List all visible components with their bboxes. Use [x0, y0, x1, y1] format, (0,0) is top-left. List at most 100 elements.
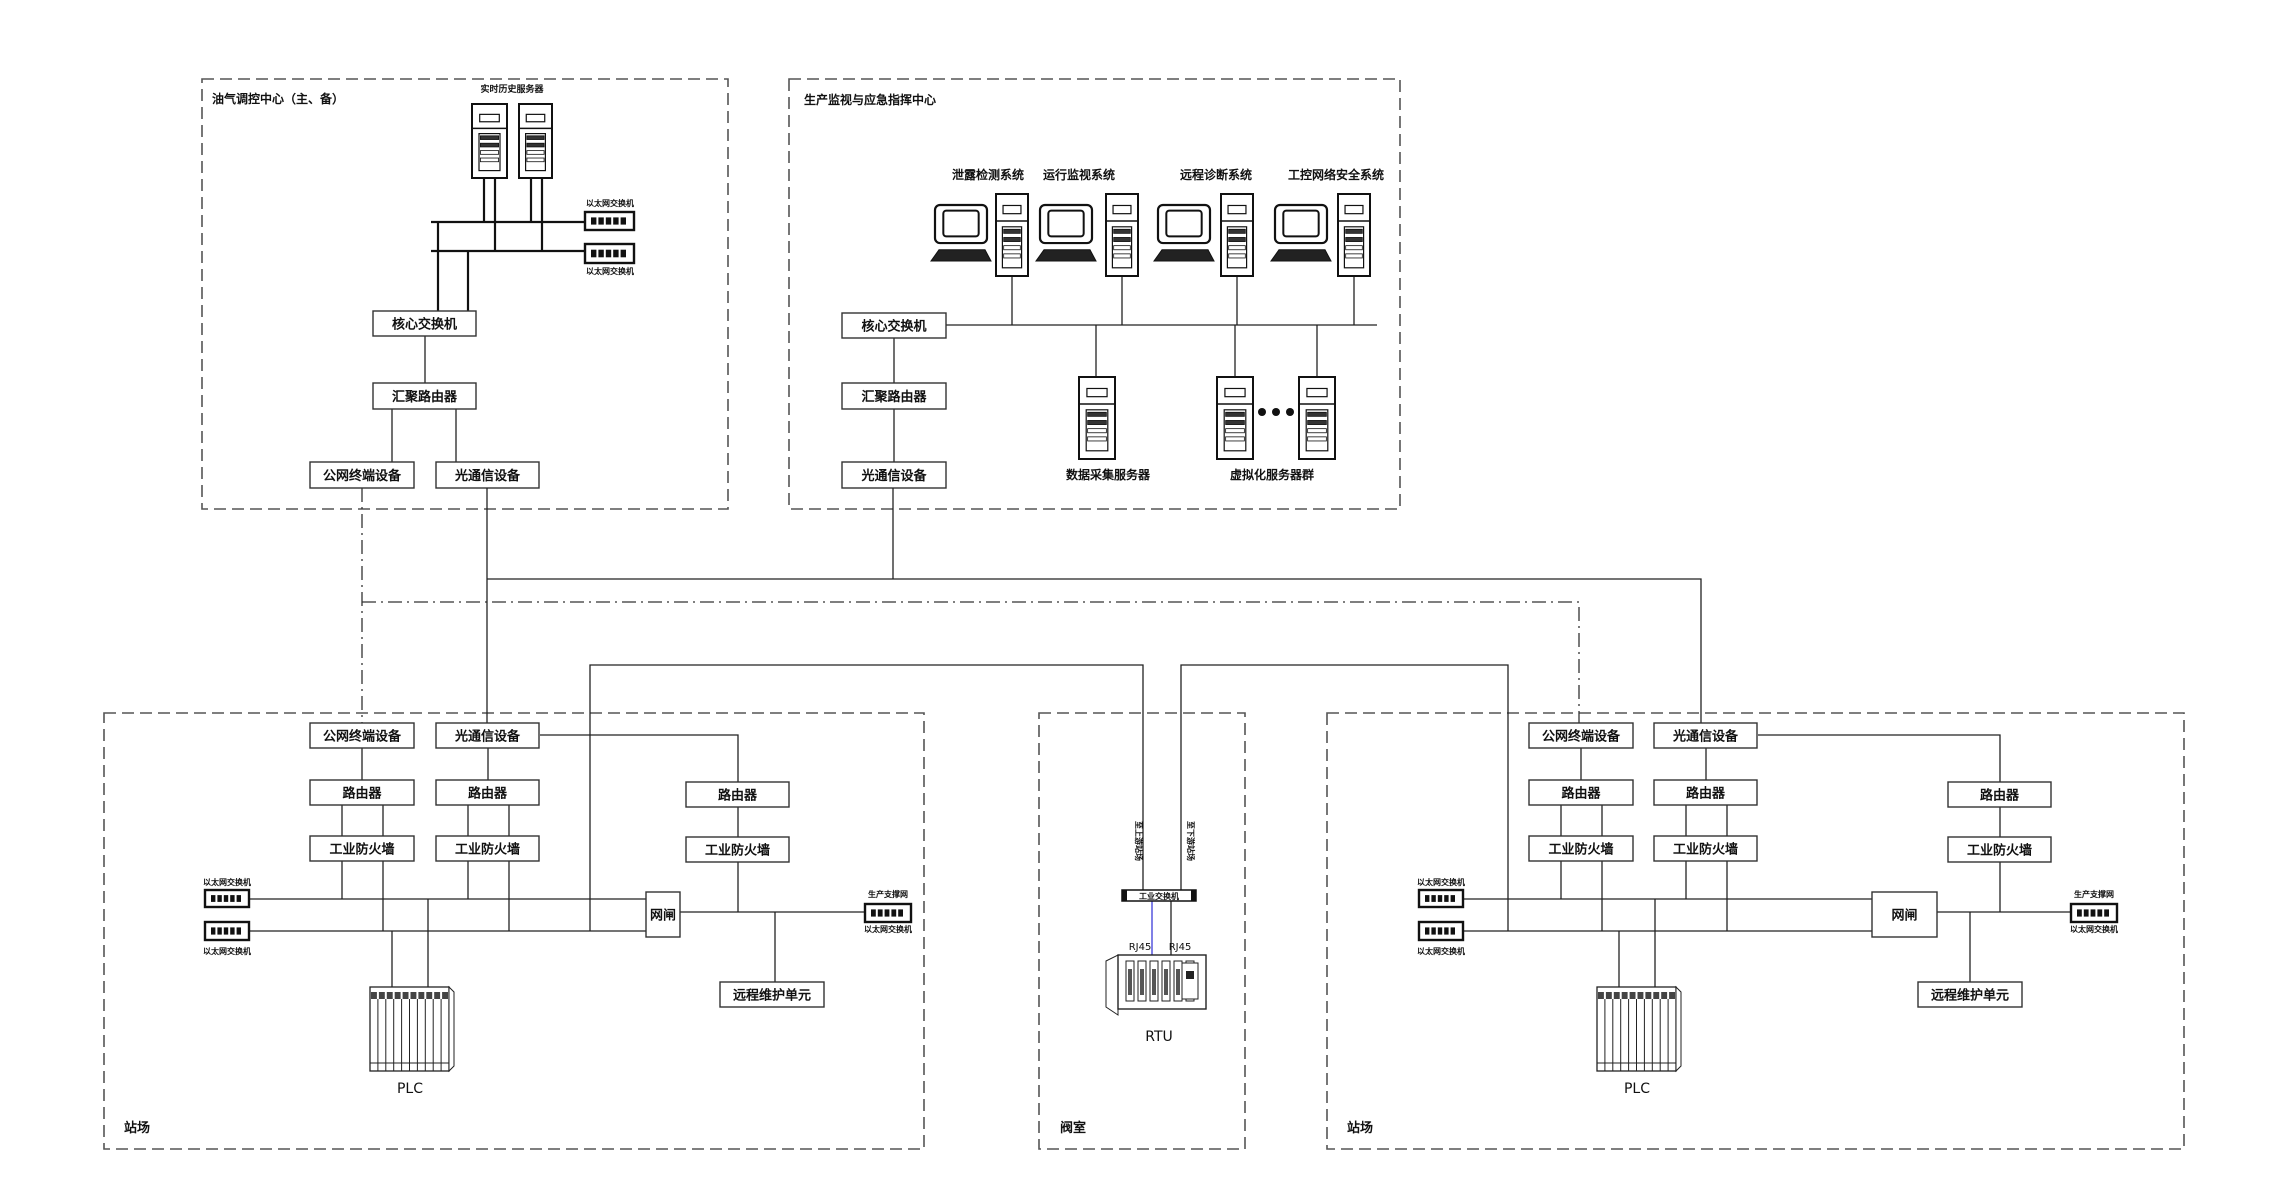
industrial-firewall-box-frame — [1947, 836, 2052, 863]
ellipsis-dot — [1258, 408, 1266, 416]
rtu-label: RTU — [1145, 1029, 1173, 1045]
public-terminal-box-frame — [309, 722, 415, 749]
valve-room-title: 阀室 — [1060, 1120, 1086, 1136]
industrial-firewall-box-label: 工业防火墙 — [705, 843, 770, 859]
public-terminal-box[interactable]: 公网终端设备 — [309, 461, 415, 489]
public-terminal-box[interactable]: 公网终端设备 — [1528, 722, 1634, 749]
rtu-rack-icon — [1105, 954, 1207, 1016]
router-box-label: 路由器 — [1561, 786, 1601, 802]
optical-comm-box-frame — [1653, 722, 1758, 749]
router-box-frame — [1947, 781, 2052, 808]
gateway-box[interactable]: 网闸 — [645, 891, 681, 938]
virtual-servers-label: 虚拟化服务器群 — [1230, 467, 1314, 482]
industrial-firewall-box[interactable]: 工业防火墙 — [1947, 836, 2052, 863]
remote-maintenance-unit-box[interactable]: 远程维护单元 — [1917, 981, 2023, 1008]
workstation-monitor-icon — [1153, 203, 1215, 262]
aggregation-router-box-frame — [372, 382, 477, 410]
router-box-frame — [309, 779, 415, 806]
industrial-firewall-box[interactable]: 工业防火墙 — [1528, 835, 1634, 862]
aggregation-router-box[interactable]: 汇聚路由器 — [372, 382, 477, 410]
zone-station-1 — [103, 712, 925, 1150]
switch-label: 以太网交换机 — [1417, 946, 1465, 956]
keyboard-icon — [1035, 249, 1097, 262]
optical-comm-box[interactable]: 光通信设备 — [435, 461, 540, 489]
production-network-label: 生产支撑网 — [868, 889, 908, 899]
public-terminal-box-label: 公网终端设备 — [323, 729, 402, 745]
public-terminal-box-frame — [309, 461, 415, 489]
industrial-firewall-box[interactable]: 工业防火墙 — [685, 836, 790, 863]
remote-maintenance-unit-box[interactable]: 远程维护单元 — [719, 981, 825, 1008]
router-box[interactable]: 路由器 — [1947, 781, 2052, 808]
production-switch — [863, 902, 913, 924]
industrial-firewall-box-label: 工业防火墙 — [329, 842, 394, 858]
remote-maintenance-unit-box-label: 远程维护单元 — [733, 988, 811, 1004]
router-box[interactable]: 路由器 — [1528, 779, 1634, 806]
core-switch-box[interactable]: 核心交换机 — [372, 310, 477, 337]
industrial-firewall-box-label: 工业防火墙 — [1673, 842, 1738, 858]
workstation-tower-icon — [1337, 193, 1371, 277]
core-switch-box[interactable]: 核心交换机 — [841, 312, 947, 339]
public-terminal-box-frame — [1528, 722, 1634, 749]
system-label: 工控网络安全系统 — [1288, 167, 1384, 182]
zone-valve-room — [1038, 712, 1246, 1150]
optical-comm-box-label: 光通信设备 — [454, 468, 521, 484]
optical-comm-box[interactable]: 光通信设备 — [435, 722, 540, 749]
router-box[interactable]: 路由器 — [309, 779, 415, 806]
ethernet-switch-a — [1417, 888, 1465, 909]
ethernet-switch-a — [203, 888, 251, 909]
production-switch — [2069, 902, 2119, 924]
optical-link — [487, 578, 1702, 723]
industrial-firewall-box[interactable]: 工业防火墙 — [1653, 835, 1758, 862]
public-network-link — [362, 601, 1580, 723]
switch-label: 以太网交换机 — [2070, 924, 2118, 934]
router-box-label: 路由器 — [1686, 786, 1726, 802]
optical-comm-box[interactable]: 光通信设备 — [841, 461, 947, 489]
gateway-box-label: 网闸 — [650, 908, 676, 924]
optical-comm-box-frame — [435, 461, 540, 489]
industrial-firewall-box-frame — [309, 835, 415, 862]
station-title: 站场 — [1347, 1120, 1373, 1136]
downstream-link-label: 至下游站场 — [1186, 821, 1196, 861]
core-switch-box-label: 核心交换机 — [392, 317, 457, 333]
workstation-tower-icon — [995, 193, 1029, 277]
monitoring-center-title: 生产监视与应急指挥中心 — [804, 92, 936, 107]
plc-rack-icon — [369, 985, 455, 1073]
server-icon — [1216, 376, 1254, 460]
workstation-monitor-icon — [1035, 203, 1097, 262]
zone-control-center — [201, 78, 729, 510]
router-box[interactable]: 路由器 — [685, 781, 790, 808]
switch-label: 以太网交换机 — [203, 877, 251, 887]
optical-comm-box-label: 光通信设备 — [860, 468, 927, 484]
rj45-label: RJ45 — [1169, 942, 1192, 953]
router-box-frame — [435, 779, 540, 806]
optical-comm-box-label: 光通信设备 — [1672, 729, 1739, 745]
router-box[interactable]: 路由器 — [1653, 779, 1758, 806]
ethernet-switch-a — [583, 210, 636, 232]
industrial-firewall-box[interactable]: 工业防火墙 — [309, 835, 415, 862]
remote-maintenance-unit-box-frame — [719, 981, 825, 1008]
system-label: 泄露检测系统 — [952, 167, 1024, 182]
aggregation-router-box[interactable]: 汇聚路由器 — [841, 382, 947, 410]
optical-comm-box[interactable]: 光通信设备 — [1653, 722, 1758, 749]
optical-comm-box-frame — [841, 461, 947, 489]
industrial-switch[interactable]: 工业交换机 — [1121, 889, 1197, 902]
server-icon — [1298, 376, 1336, 460]
router-box-frame — [1528, 779, 1634, 806]
realtime-history-server-1 — [471, 103, 508, 179]
aggregation-router-box-frame — [841, 382, 947, 410]
industrial-firewall-box[interactable]: 工业防火墙 — [435, 835, 540, 862]
switch-label: 以太网交换机 — [586, 198, 634, 208]
gateway-box[interactable]: 网闸 — [1871, 891, 1938, 938]
workstation-monitor-icon — [930, 203, 992, 262]
industrial-firewall-box-frame — [1653, 835, 1758, 862]
router-box-label: 路由器 — [1980, 788, 2020, 804]
system-label: 运行监视系统 — [1043, 167, 1115, 182]
optical-comm-box-label: 光通信设备 — [454, 729, 521, 745]
public-terminal-box[interactable]: 公网终端设备 — [309, 722, 415, 749]
industrial-firewall-box-label: 工业防火墙 — [1548, 842, 1613, 858]
zone-station-2 — [1326, 712, 2185, 1150]
valve-room-link-upstream — [589, 664, 1144, 931]
system-label: 远程诊断系统 — [1180, 167, 1252, 182]
router-box[interactable]: 路由器 — [435, 779, 540, 806]
gateway-box-frame — [645, 891, 681, 938]
